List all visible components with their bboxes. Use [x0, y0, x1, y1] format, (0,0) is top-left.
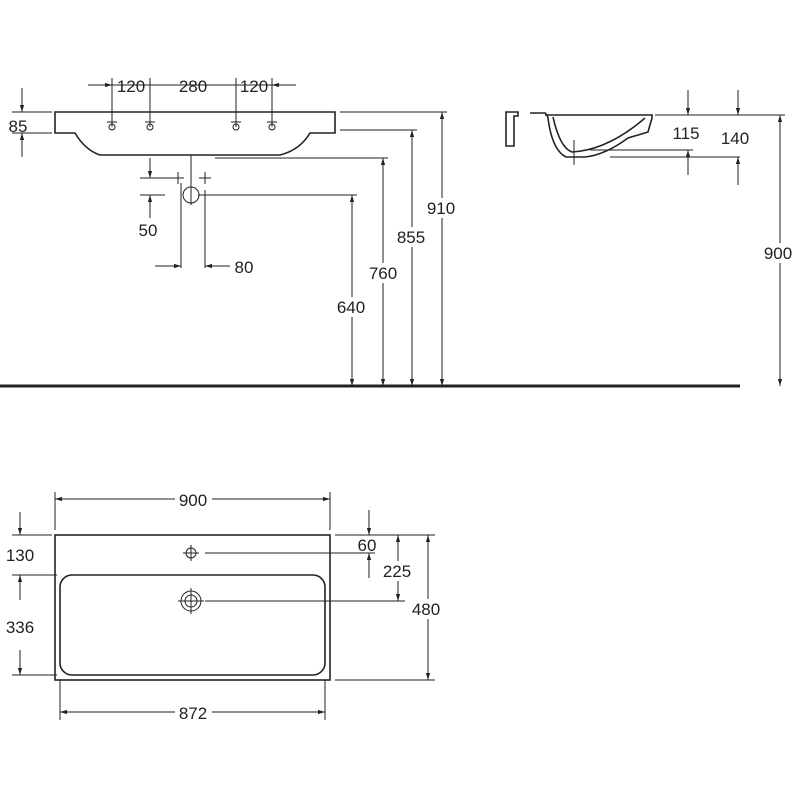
- dim-side-depth-140: 140: [721, 129, 749, 148]
- dim-drain-vertical-offset: 50: [139, 221, 158, 240]
- plan-view: 900 872 130 336 60 225 480: [0, 491, 447, 723]
- drain-hole: [178, 588, 204, 614]
- tap-holes: [107, 117, 277, 131]
- side-view: 115 140 900: [505, 90, 800, 386]
- basin-bowl-outline: [59, 574, 326, 676]
- dim-height-855: 855: [397, 228, 425, 247]
- tap-hole: [183, 545, 199, 561]
- dim-rim-depth: 130: [6, 546, 34, 565]
- dim-basin-depth: 336: [6, 618, 34, 637]
- front-view: 120 280 120 85 50 80 640 760 855 91: [9, 77, 461, 386]
- dim-side-depth-115: 115: [672, 124, 699, 143]
- dim-height-760: 760: [369, 264, 397, 283]
- dim-tap-spacing-middle: 280: [179, 77, 207, 96]
- dim-drain-horizontal-offset: 80: [235, 258, 254, 277]
- dim-height-640: 640: [337, 298, 365, 317]
- basin-front-outline: [54, 111, 336, 156]
- dim-rim-height: 85: [9, 117, 28, 136]
- dim-total-height-900: 900: [764, 244, 792, 263]
- dim-tap-spacing-left: 120: [117, 77, 145, 96]
- dim-inner-width: 872: [179, 704, 207, 723]
- dim-drain-offset: 225: [383, 562, 411, 581]
- basin-side-outline: [530, 112, 653, 158]
- basin-plan-outline: [54, 534, 331, 681]
- dim-total-depth: 480: [412, 600, 440, 619]
- wall-bracket: [505, 111, 519, 147]
- dim-outer-width: 900: [179, 491, 207, 510]
- dim-tap-hole-offset: 60: [358, 536, 377, 555]
- dim-height-910: 910: [427, 199, 455, 218]
- dim-tap-spacing-right: 120: [240, 77, 268, 96]
